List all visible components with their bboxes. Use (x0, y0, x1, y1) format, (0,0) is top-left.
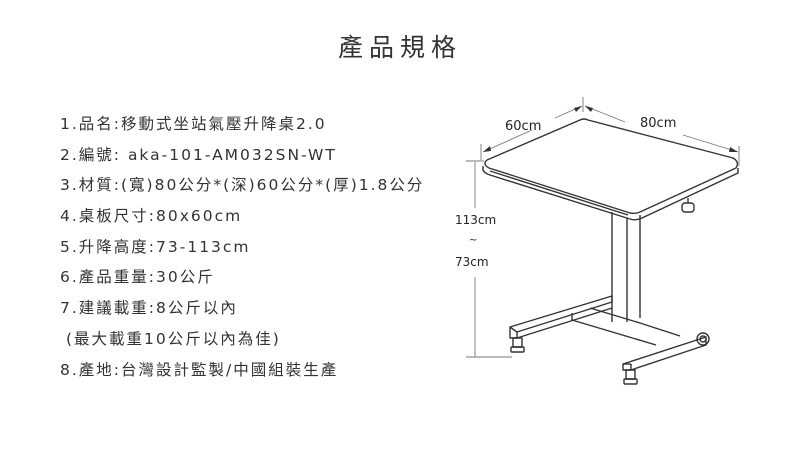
spec-item: 7.建議載重:8公斤以內 (60, 299, 238, 318)
spec-list: 1.品名:移動式坐站氣壓升降桌2.0 2.編號: aka-101-AM032SN… (60, 112, 424, 388)
dimension-lines (466, 97, 740, 358)
spec-item: 6.產品重量:30公斤 (60, 268, 215, 287)
spec-item: 8.產地:台灣設計監製/中國組裝生產 (60, 360, 339, 379)
table-column (611, 212, 641, 322)
height-min-label: 73cm (455, 255, 489, 269)
depth-label: 60cm (505, 119, 541, 134)
spec-item: 5.升降高度:73-113cm (60, 237, 251, 256)
spec-item: 1.品名:移動式坐站氣壓升降桌2.0 (60, 115, 327, 133)
spec-item: 4.桌板尺寸:80x60cm (60, 207, 243, 226)
spec-item-note: (最大載重10公斤以內為佳) (66, 329, 281, 348)
height-sep-label: ~ (469, 235, 477, 246)
table-base (509, 295, 707, 371)
arrow-icons (483, 106, 738, 152)
height-max-label: 113cm (455, 213, 496, 227)
spec-item: 3.材質:(寬)80公分*(深)60公分*(厚)1.8公分 (60, 176, 425, 195)
caster-icons (510, 332, 710, 385)
width-label: 80cm (640, 116, 676, 131)
lever-knob (681, 198, 695, 213)
table-top (482, 118, 739, 221)
page-title: 產品規格 (337, 33, 462, 62)
spec-item: 2.編號: aka-101-AM032SN-WT (60, 145, 337, 164)
